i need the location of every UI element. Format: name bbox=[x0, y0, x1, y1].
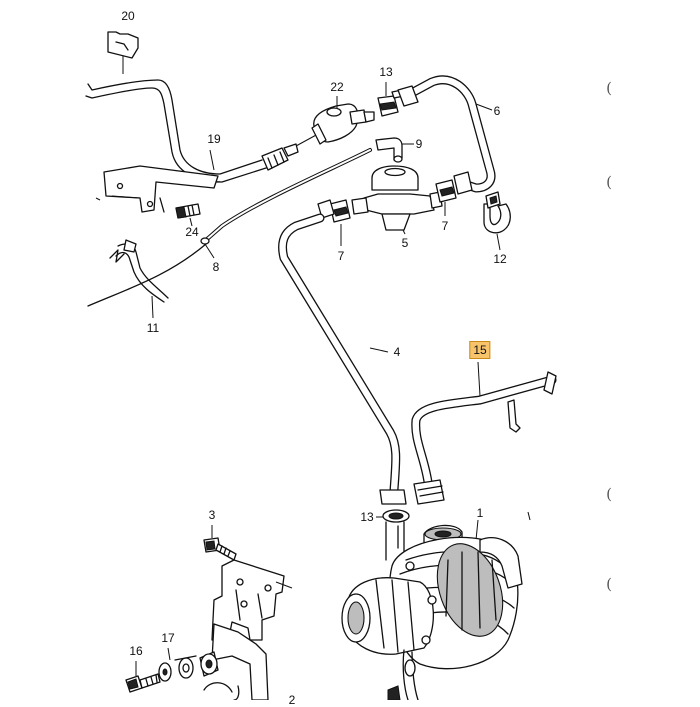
part-3-bolt bbox=[203, 525, 237, 561]
callout-13b: 13 bbox=[360, 510, 374, 524]
part-22-check-valve bbox=[295, 96, 375, 147]
part-6-hose bbox=[397, 75, 496, 195]
callout-4: 4 bbox=[393, 345, 401, 359]
part-15-hose bbox=[411, 361, 557, 505]
callout-20: 20 bbox=[121, 9, 135, 23]
edge-mark-e1: ( bbox=[606, 79, 612, 97]
part-4-hose bbox=[278, 213, 407, 505]
edge-mark-e4: ( bbox=[606, 575, 612, 593]
part-13-clamp-top bbox=[377, 82, 405, 117]
callout-15[interactable]: 15 bbox=[469, 341, 491, 359]
callout-7b: 7 bbox=[441, 219, 449, 233]
callout-17: 17 bbox=[161, 631, 175, 645]
part-12-clip bbox=[483, 191, 511, 251]
bracket-top-left bbox=[103, 165, 219, 213]
callout-7a: 7 bbox=[337, 249, 345, 263]
part-7-clamp-left bbox=[317, 199, 351, 246]
callout-5: 5 bbox=[401, 236, 409, 250]
callout-2: 2 bbox=[288, 693, 296, 707]
callout-24: 24 bbox=[185, 225, 199, 239]
pump-bracket bbox=[199, 559, 293, 700]
edge-mark-e2: ( bbox=[606, 173, 612, 191]
part-8-line bbox=[200, 148, 372, 259]
part-16-bolt bbox=[125, 661, 161, 693]
part-24-bolt bbox=[175, 203, 201, 227]
misc-marks bbox=[95, 197, 531, 521]
callout-22: 22 bbox=[330, 80, 344, 94]
callout-13a: 13 bbox=[379, 65, 393, 79]
callout-9: 9 bbox=[415, 137, 423, 151]
part-19-pipe bbox=[85, 79, 299, 183]
callout-6: 6 bbox=[493, 104, 501, 118]
edge-mark-e3: ( bbox=[606, 485, 612, 503]
part-7-clamp-right bbox=[435, 179, 457, 216]
part-1-air-pump bbox=[341, 519, 523, 700]
callout-3: 3 bbox=[208, 508, 216, 522]
part-20-clip bbox=[107, 31, 139, 74]
part-9-fitting bbox=[375, 137, 414, 163]
callout-12: 12 bbox=[493, 252, 507, 266]
callout-19: 19 bbox=[207, 132, 221, 146]
callout-1: 1 bbox=[476, 506, 484, 520]
callout-11: 11 bbox=[146, 321, 160, 335]
part-5-control-valve bbox=[351, 165, 443, 235]
part-11-hanger bbox=[87, 239, 207, 319]
part-13-clamp-lower bbox=[376, 509, 410, 561]
part-17-washer bbox=[158, 647, 197, 682]
callout-16: 16 bbox=[129, 644, 143, 658]
callout-8: 8 bbox=[212, 260, 220, 274]
